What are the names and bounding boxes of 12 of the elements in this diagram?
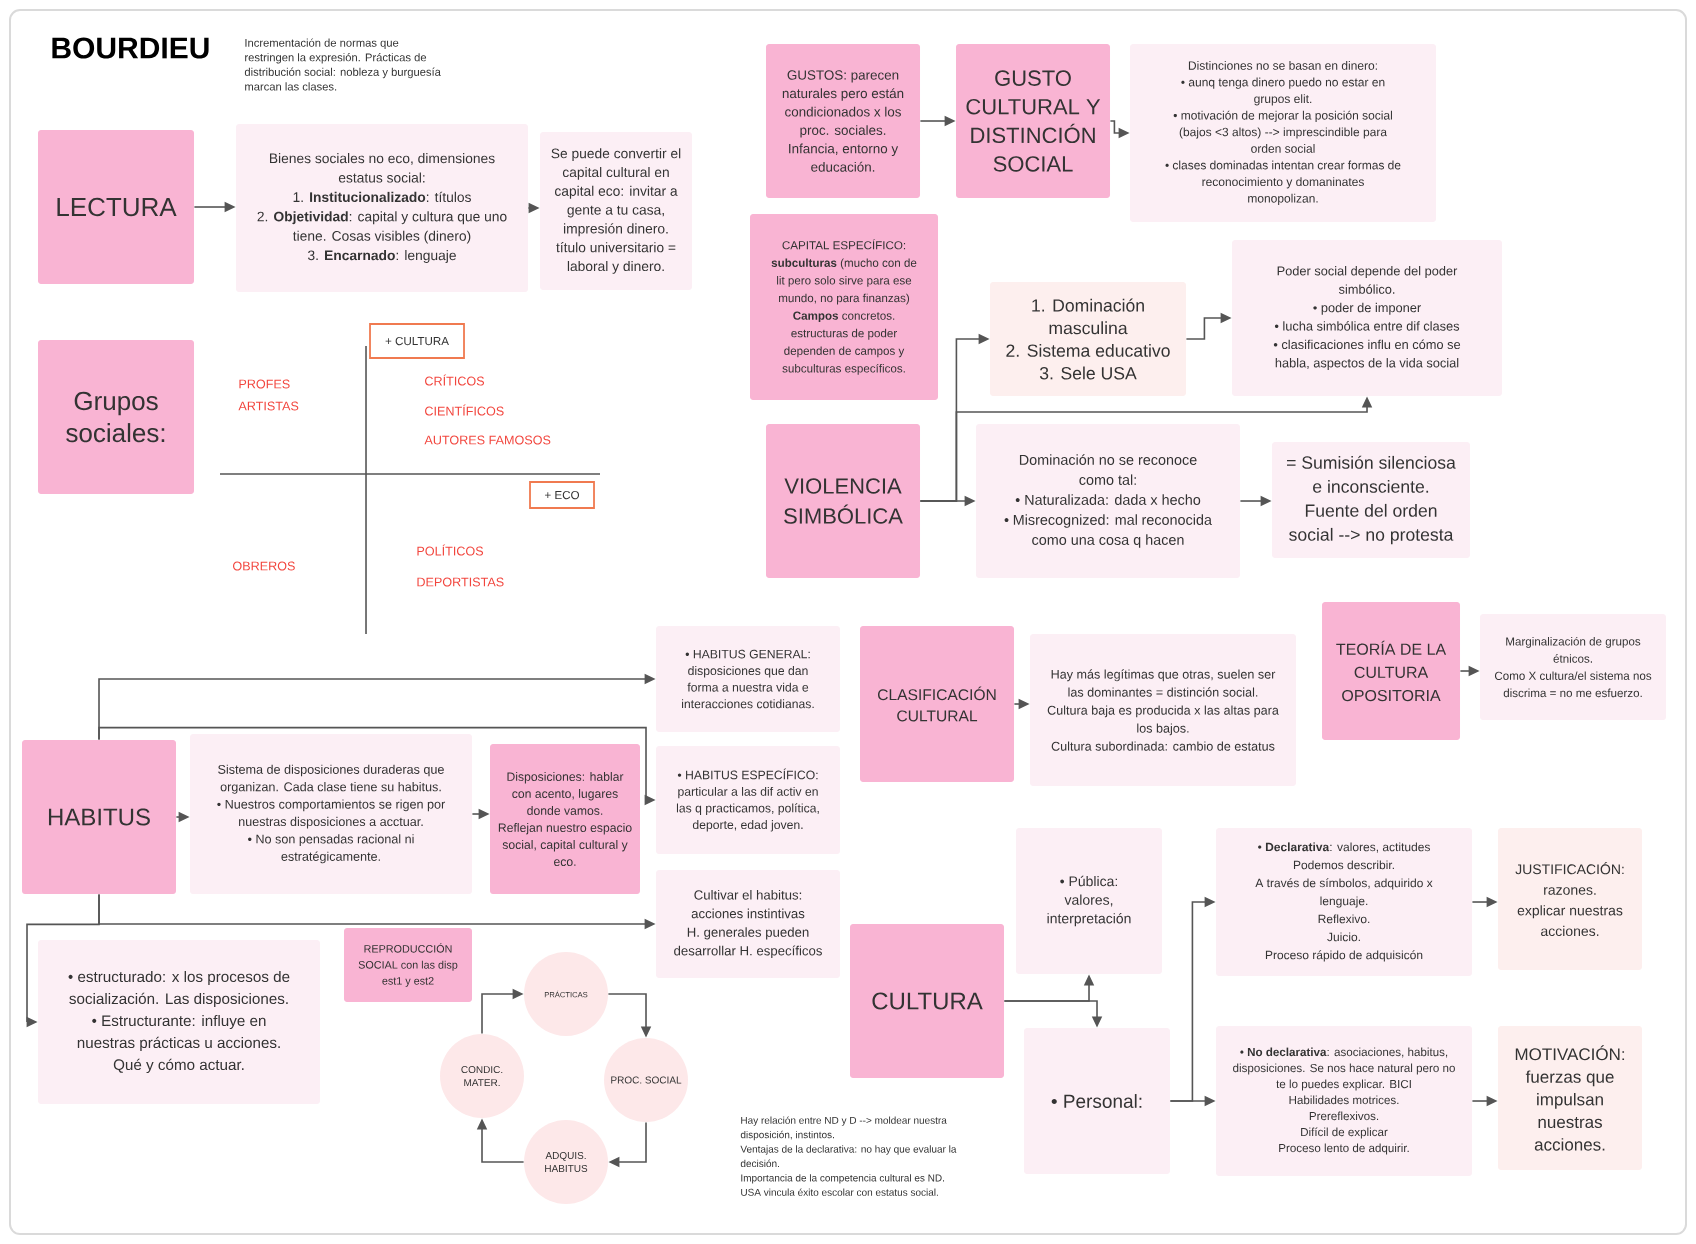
note-box: • Personal: (1024, 1028, 1170, 1174)
topic-box: HABITUS (22, 740, 176, 894)
note-box: 1. Dominación masculina 2. Sistema educativo 3. Sele USA (990, 282, 1186, 396)
topic-box: VIOLENCIA SIMBÓLICA (766, 424, 920, 578)
note-box: MOTIVACIÓN: fuerzas que impulsan nuestras acciones. (1498, 1026, 1642, 1170)
topic-box: LECTURA (38, 130, 194, 284)
topic-box: Grupos sociales: (38, 340, 194, 494)
title: BOURDIEU (52, 37, 209, 59)
topic-box: TEORÍA DE LA CULTURA OPOSITORIA (1322, 602, 1460, 740)
note-box: = Sumisión silenciosa e inconsciente. Fuente del orden social --> no protesta (1272, 442, 1470, 558)
topic-box: CULTURA (850, 924, 1004, 1078)
topic-box: GUSTO CULTURAL Y DISTINCIÓN SOCIAL (956, 44, 1110, 198)
